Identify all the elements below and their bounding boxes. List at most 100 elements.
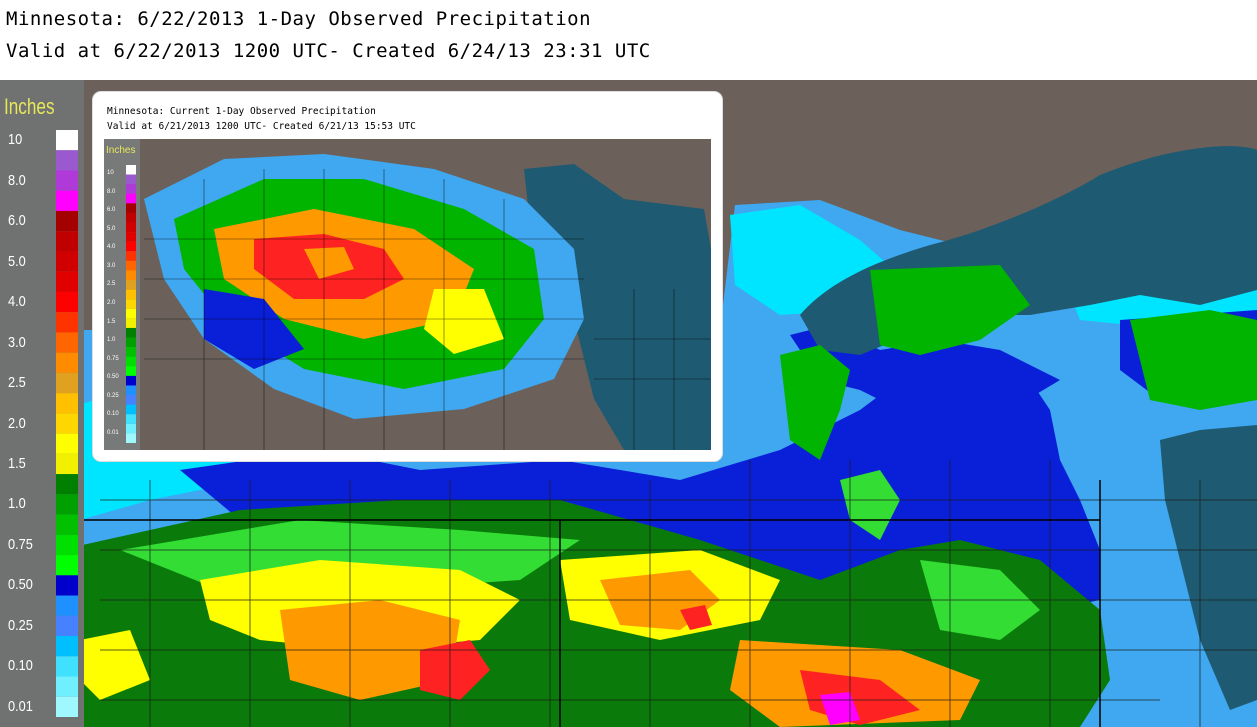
legend-label: 0.25 [8, 616, 33, 634]
inset-legend-swatch [126, 203, 136, 213]
inset-legend-swatch [126, 280, 136, 290]
inset-legend-swatch [126, 308, 136, 319]
inset-legend-label: 0.75 [107, 355, 119, 362]
inset-legend-swatch [126, 356, 136, 367]
legend-label: 4.0 [8, 293, 26, 311]
legend-swatch [56, 636, 78, 657]
inset-legend-swatch [126, 165, 136, 175]
inset-legend-swatch [126, 347, 136, 357]
inset-legend-swatch [126, 241, 136, 252]
inset-legend-label: 10 [107, 170, 114, 177]
inset-precipitation-map [104, 139, 711, 450]
inset-legend-swatch [126, 232, 136, 242]
inset-legend-swatch [126, 327, 136, 338]
inset-legend-swatch [126, 433, 136, 443]
legend-label: 0.01 [8, 697, 33, 715]
legend-swatch [56, 615, 78, 637]
map-title: Minnesota: 6/22/2013 1-Day Observed Prec… [6, 8, 592, 30]
inset-legend-swatch [126, 414, 136, 424]
legend-swatch [56, 494, 78, 515]
inset-legend-swatch [126, 174, 136, 185]
inset-legend-label: 1.5 [107, 318, 116, 325]
legend-swatch [56, 555, 78, 576]
inset-subtitle: Valid at 6/21/2013 1200 UTC- Created 6/2… [107, 121, 416, 132]
legend-swatch [56, 312, 78, 333]
inset-legend-swatch [126, 366, 136, 376]
legend-swatch [56, 393, 78, 414]
inset-legend-swatch [126, 404, 136, 415]
legend-label: 8.0 [8, 171, 26, 189]
inset-legend-label: 3.0 [107, 262, 116, 269]
inset-legend-label: 1.0 [107, 337, 116, 344]
inset-legend-swatch [126, 193, 136, 204]
legend-swatch [56, 534, 78, 556]
inset-legend-swatch [126, 318, 136, 328]
inset-legend-label: 4.0 [107, 244, 116, 251]
legend-swatch [56, 271, 78, 292]
legend-label: 1.5 [8, 454, 26, 472]
inset-legend-label: 0.25 [107, 392, 119, 399]
legend-swatch [56, 150, 78, 171]
legend-swatch [56, 251, 78, 272]
legend-swatch [56, 372, 78, 394]
legend-swatch [56, 433, 78, 454]
legend-label: 2.5 [8, 374, 26, 392]
inset-legend-swatch [126, 289, 136, 300]
legend-swatch [56, 231, 78, 252]
inset-legend-title: Inches [106, 145, 136, 156]
inset-legend-label: 0.01 [107, 429, 119, 436]
legend-label: 0.10 [8, 657, 33, 675]
main-precipitation-map [0, 80, 1257, 727]
legend-swatch [56, 696, 78, 717]
legend-swatch [56, 413, 78, 434]
inset-legend-swatch [126, 299, 136, 309]
legend-swatch [56, 190, 78, 211]
legend-swatch [56, 474, 78, 495]
legend-swatch [56, 514, 78, 535]
inset-legend-swatch [126, 337, 136, 348]
inset-legend-swatch [126, 212, 136, 223]
legend-swatch [56, 453, 78, 475]
legend-label: 10 [8, 131, 23, 149]
legend-label: 0.50 [8, 576, 33, 594]
legend-label: 3.0 [8, 333, 26, 351]
inset-legend-label: 0.10 [107, 411, 119, 418]
map-subtitle: Valid at 6/22/2013 1200 UTC- Created 6/2… [6, 40, 651, 62]
legend-swatch [56, 130, 78, 151]
legend-swatch [56, 656, 78, 677]
legend-swatch [56, 352, 78, 373]
legend-swatch [56, 676, 78, 697]
inset-legend-label: 8.0 [107, 188, 116, 195]
legend-label: 1.0 [8, 495, 26, 513]
inset-legend-swatch [126, 184, 136, 194]
inset-legend-swatch [126, 270, 136, 281]
inset-legend-swatch [126, 395, 136, 405]
inset-legend-label: 0.50 [107, 374, 119, 381]
legend-swatch [56, 291, 78, 313]
inset-legend-swatch [126, 251, 136, 261]
inset-legend-swatch [126, 222, 136, 233]
inset-legend-swatch [126, 423, 136, 434]
inset-legend-swatch [126, 385, 136, 396]
legend-title: Inches [4, 94, 55, 119]
legend-swatch [56, 210, 78, 232]
inset-legend-color-scale [126, 165, 136, 443]
inset-legend-swatch [126, 260, 136, 271]
legend-label: 0.75 [8, 535, 33, 553]
inset-legend-label: 5.0 [107, 225, 116, 232]
legend-swatch [56, 575, 78, 596]
precipitation-legend: Inches 10 8.0 6.0 5.0 4.0 3.0 2.5 2.0 1.5 1.0 0.75… [0, 80, 84, 727]
legend-label: 6.0 [8, 212, 26, 230]
legend-label: 5.0 [8, 252, 26, 270]
legend-color-scale [56, 130, 78, 717]
legend-swatch [56, 595, 78, 616]
inset-legend-label: 6.0 [107, 207, 116, 214]
legend-swatch [56, 170, 78, 191]
legend-label: 2.0 [8, 414, 26, 432]
legend-swatch [56, 332, 78, 353]
inset-legend-swatch [126, 375, 136, 386]
inset-legend-label: 2.0 [107, 300, 116, 306]
inset-title: Minnesota: Current 1-Day Observed Precip… [107, 106, 376, 117]
